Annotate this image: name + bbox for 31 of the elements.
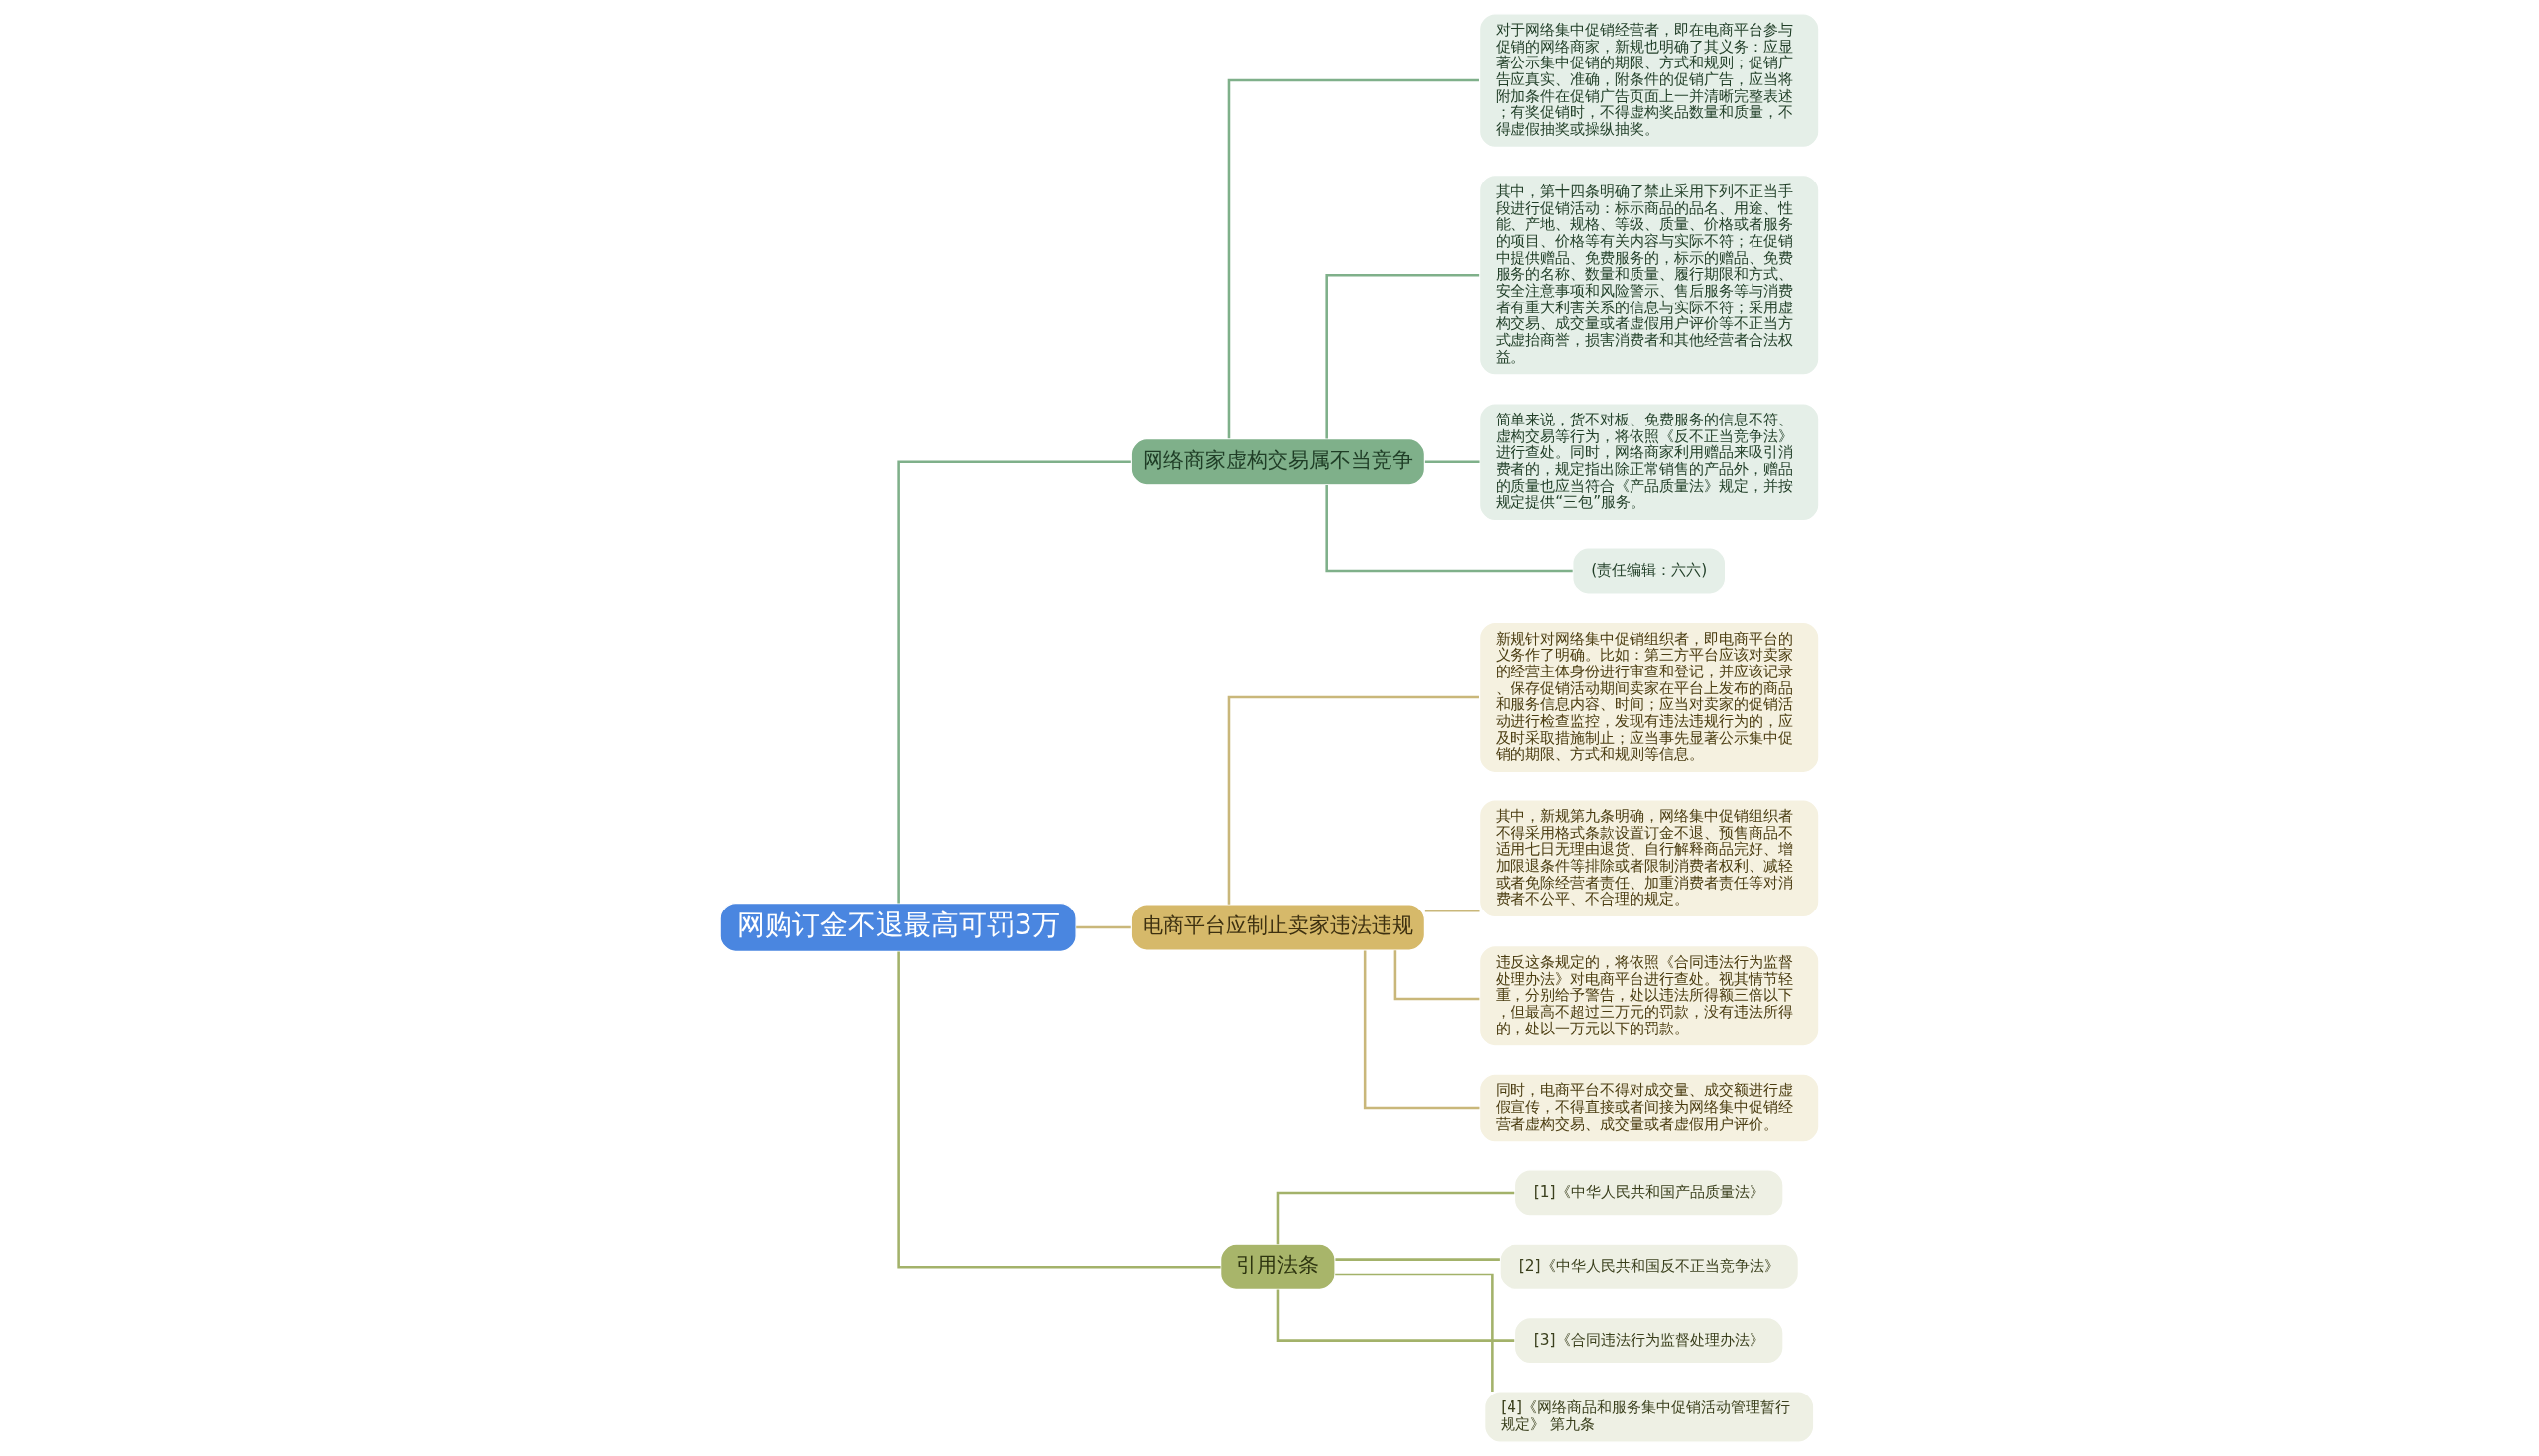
connector <box>1424 910 1480 912</box>
connector <box>1276 1289 1515 1342</box>
node-box: 其中，新规第九条明确，网络集中促销组织者不得采用格式条款设置订金不退、预售商品不适用七日无理由退货、自行解释商品完好、增加限退条件等排除或者限制消费者权利、减轻或者免除经营者责任、加重消费者责任等对消费者不公平、不合理的规定。 <box>1478 799 1820 918</box>
connector <box>1325 273 1480 439</box>
node-box: 同时，电商平台不得对成交量、成交额进行虚假宣传，不得直接或者间接为网络集中促销经营者虚构交易、成交量或者虚假用户评价。 <box>1478 1073 1820 1143</box>
connector <box>1335 1273 1494 1392</box>
node-box: 违反这条规定的，将依照《合同违法行为监督处理办法》对电商平台进行查处。视其情节轻重，分别给予警告，处以违法所得额三倍以下，但最高不超过三万元的罚款，没有违法所得的，处以一万元以下的罚款。 <box>1478 944 1820 1047</box>
connector <box>1227 695 1479 905</box>
node-box: (责任编辑：六六) <box>1572 547 1727 595</box>
connector <box>1363 950 1480 1110</box>
connector <box>1276 1191 1515 1245</box>
node-box: 新规针对网络集中促销组织者，即电商平台的义务作了明确。比如：第三方平台应该对卖家的经营主体身份进行审查和登记，并应该记录、保存促销活动期间卖家在平台上发布的商品和服务信息内容、时间；应当对卖家的促销活动进行检查监控，发现有违法违规行为的，应及时采取措施制止；应当事先显著公示集中促销的期限、方式和规则等信息。 <box>1478 621 1820 774</box>
node-box: [3]《合同违法行为监督处理办法》 <box>1513 1316 1784 1365</box>
node-box: 其中，第十四条明确了禁止采用下列不正当手段进行促销活动：标示商品的品名、用途、性能、产地、规格、等级、质量、价格或者服务的项目、价格等有关内容与实际不符；在促销中提供赠品、免费服务的，标示的赠品、免费服务的名称、数量和质量、履行期限和方式、安全注意事项和风险警示、售后服务等与消费者有重大利害关系的信息与实际不符；采用虚构交易、成交量或者虚假用户评价等不正当方式虚抬商誉，损害消费者和其他经营者合法权益。 <box>1478 174 1820 376</box>
node-box: [1]《中华人民共和国产品质量法》 <box>1513 1169 1784 1217</box>
connector <box>1227 78 1479 439</box>
connector <box>1335 1258 1500 1261</box>
node-box: 对于网络集中促销经营者，即在电商平台参与促销的网络商家，新规也明确了其义务：应显著公示集中促销的期限、方式和规则；促销广告应真实、准确，附条件的促销广告，应当将附加条件在促销广告页面上一并清晰完整表述；有奖促销时，不得虚构奖品数量和质量，不得虚假抽奖或操纵抽奖。 <box>1478 13 1820 149</box>
connector <box>897 460 1131 904</box>
node-box: 网络商家虚构交易属不当竞争 <box>1130 438 1426 486</box>
node-box: [4]《网络商品和服务集中促销活动管理暂行规定》 第九条 <box>1484 1391 1815 1443</box>
node-box: [2]《中华人民共和国反不正当竞争法》 <box>1499 1243 1799 1290</box>
connector <box>1424 460 1480 463</box>
connector <box>897 951 1221 1269</box>
connector <box>1076 925 1131 929</box>
node-box: 网购订金不退最高可罚3万 <box>719 902 1077 952</box>
node-box: 简单来说，货不对板、免费服务的信息不符、虚构交易等行为，将依照《反不正当竞争法》进行查处。同时，网络商家利用赠品来吸引消费者的，规定指出除正常销售的产品外，赠品的质量也应当符合《产品质量法》规定，并按规定提供“三包”服务。 <box>1478 403 1820 522</box>
connector <box>1325 485 1573 573</box>
node-box: 引用法条 <box>1220 1243 1336 1290</box>
connector <box>1393 950 1480 1001</box>
node-box: 电商平台应制止卖家违法违规 <box>1130 904 1426 951</box>
